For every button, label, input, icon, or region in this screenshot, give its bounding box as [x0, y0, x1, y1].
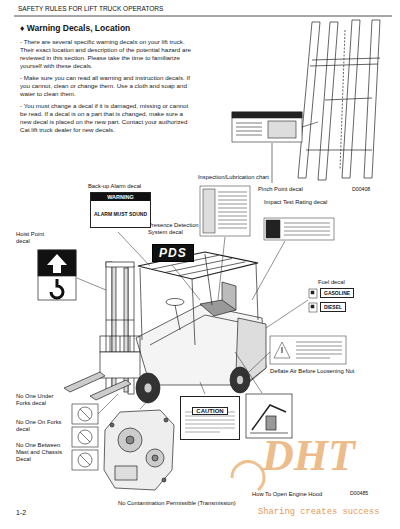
watermark-logo	[232, 462, 264, 490]
watermark: DHT	[262, 430, 355, 483]
forklift-illustration	[64, 252, 266, 403]
decal-heading: CAUTION	[192, 407, 227, 415]
part-label: Presence Detection System decal	[148, 222, 212, 236]
page-number: 1-2	[16, 509, 26, 517]
fuel-decal: GASOLINE	[320, 288, 354, 298]
deflate-decal	[270, 336, 346, 364]
part-label: Fuel decal	[318, 279, 345, 286]
warning-decal: WARNINGALARM MUST SOUND	[90, 192, 151, 228]
decal-heading: GASOLINE	[324, 290, 350, 296]
part-label: No Contamination Permissible (Transmissi…	[118, 500, 236, 507]
section-title: ♦ Warning Decals, Location	[20, 23, 130, 33]
prohibition-icons	[72, 404, 98, 470]
watermark-text: Sharing creates success	[258, 507, 379, 518]
instruction-text: - There are several specific warning dec…	[20, 38, 196, 70]
inspection-chart	[200, 186, 250, 236]
part-label: Back-up Alarm decal	[88, 183, 141, 190]
fuel-icon	[309, 289, 317, 312]
hoist-point-decal	[38, 250, 76, 300]
impact-rating-decal	[264, 218, 334, 240]
running-header: SAFETY RULES FOR LIFT TRUCK OPERATORS	[18, 5, 163, 13]
decal-heading: WARNING	[91, 193, 150, 201]
header-rule	[14, 16, 392, 17]
part-label: Inspection/Lubrication chart	[198, 174, 269, 181]
decal-heading: PDS	[159, 246, 187, 260]
part-label: Deflate Air Before Loosening Nut	[270, 368, 360, 375]
part-label: How To Open Engine Hood	[252, 491, 322, 498]
part-label: No One Between Mast and Chassis Decal	[16, 442, 68, 463]
decal-heading: DIESEL	[324, 304, 342, 310]
decal-text: ALARM MUST SOUND	[91, 201, 150, 227]
mast-illustration	[298, 20, 380, 180]
caution-decal: CAUTION	[180, 396, 240, 440]
part-label: Hoist Point decal	[16, 231, 52, 245]
part-label: Impact Test Rating decal	[264, 199, 328, 206]
pinch-point-decal	[232, 112, 318, 183]
transmission-illustration	[104, 410, 174, 490]
instruction-text: - You must change a decal if it is damag…	[20, 102, 196, 134]
leader-line	[77, 232, 308, 414]
decal-text-lines	[185, 412, 235, 432]
part-label: No One On Forks decal	[16, 419, 68, 433]
instruction-text: - Make sure you can read all warning and…	[20, 74, 196, 98]
fuel-decal: DIESEL	[320, 302, 346, 312]
pds-decal: PDS	[152, 244, 194, 262]
part-label: Pinch Point decal	[258, 186, 303, 193]
figure-number: D00408	[352, 186, 370, 192]
figure-number: D00485	[350, 490, 368, 496]
part-label: No One Under Forks decal	[16, 393, 68, 407]
